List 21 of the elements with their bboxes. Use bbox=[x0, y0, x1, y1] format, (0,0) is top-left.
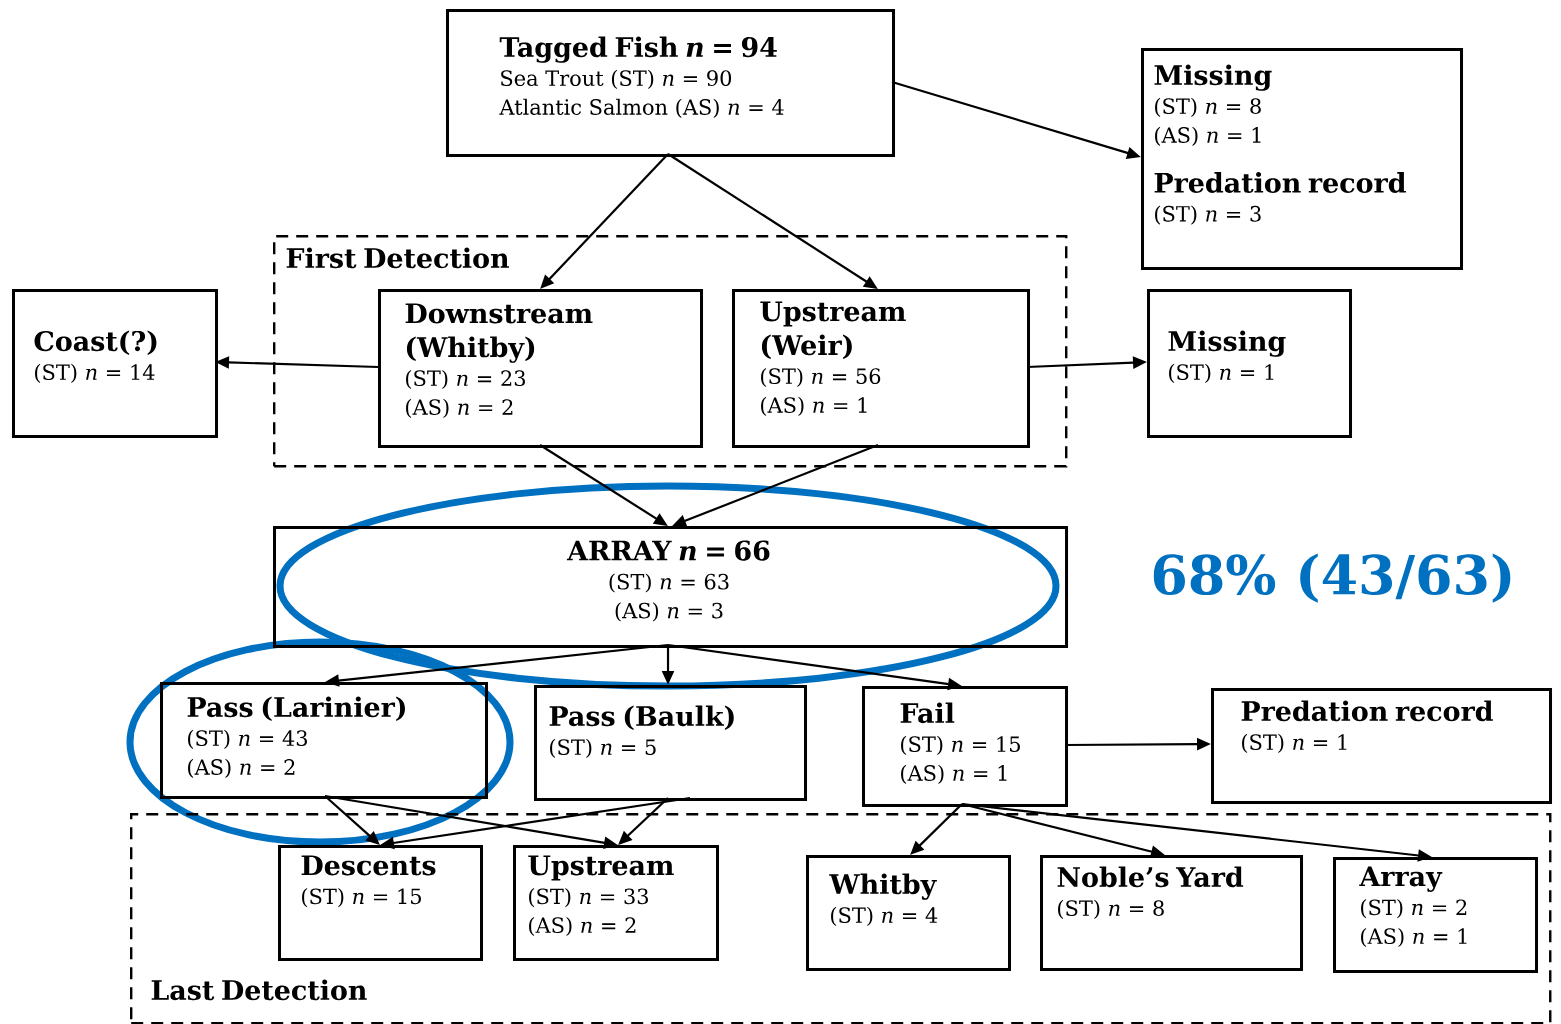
flow-box: Coast(?) (ST) n = 14 bbox=[12, 289, 218, 438]
flow-box: Downstream (Whitby) (ST) n = 23 (AS) n = 2 bbox=[378, 289, 703, 448]
flow-box: Descents (ST) n = 15 bbox=[278, 845, 483, 961]
percentage-label: 68% (43/63) bbox=[1153, 553, 1511, 603]
flow-box: Missing (ST) n = 1 bbox=[1147, 289, 1352, 438]
flow-box: Upstream (ST) n = 33 (AS) n = 2 bbox=[513, 845, 719, 961]
flow-box: Pass (Baulk) (ST) n = 5 bbox=[534, 685, 807, 801]
flow-box: Predation record (ST) n = 1 bbox=[1211, 688, 1552, 804]
flow-box: Pass (Larinier) (ST) n = 43 (AS) n = 2 bbox=[160, 682, 488, 799]
flow-box: ARRAY n = 66 (ST) n = 63 (AS) n = 3 bbox=[273, 526, 1069, 648]
flow-box: Tagged Fish n = 94 Sea Trout (ST) n = 90 Atlantic Salmon (AS) n = 4 bbox=[446, 9, 895, 157]
flow-box: Noble’s Yard (ST) n = 8 bbox=[1040, 855, 1303, 971]
arrow bbox=[324, 795, 380, 845]
flow-box: Array (ST) n = 2 (AS) n = 1 bbox=[1333, 857, 1538, 973]
flow-box: Upstream (Weir) (ST) n = 56 (AS) n = 1 bbox=[732, 289, 1030, 448]
arrow bbox=[618, 797, 669, 845]
arrow bbox=[910, 803, 963, 855]
flow-box: Missing (ST) n = 8 (AS) n = 1 Predation record (ST) n = 3 bbox=[1141, 48, 1463, 270]
flow-box: Whitby (ST) n = 4 bbox=[806, 855, 1011, 971]
flow-box: Fail (ST) n = 15 (AS) n = 1 bbox=[862, 686, 1068, 807]
arrow bbox=[540, 153, 669, 289]
